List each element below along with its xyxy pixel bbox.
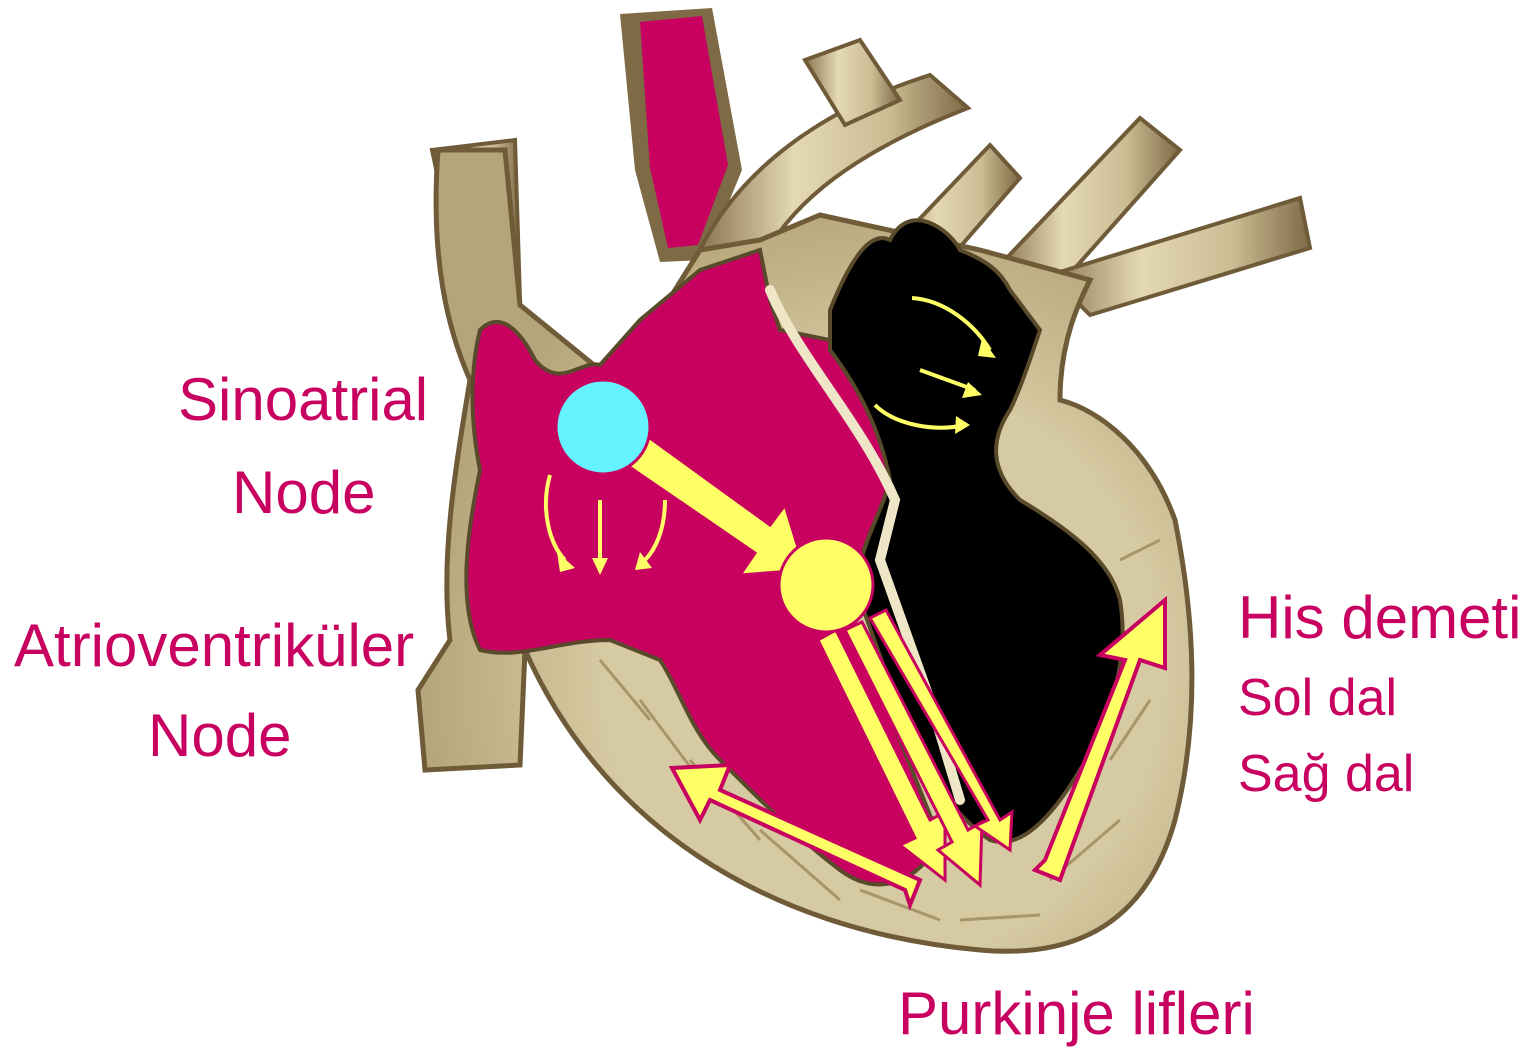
sinoatrial-node bbox=[556, 380, 650, 474]
sinoatrial-label-line1: Sinoatrial bbox=[178, 370, 428, 430]
left-branch-label: Sol dal bbox=[1238, 672, 1397, 724]
purkinje-label: Purkinje lifleri bbox=[898, 984, 1255, 1044]
his-bundle-label: His demeti bbox=[1238, 588, 1521, 648]
av-node-label-line2: Node bbox=[148, 706, 291, 766]
sinoatrial-label-line2: Node bbox=[232, 463, 375, 523]
right-branch-label: Sağ dal bbox=[1238, 748, 1414, 800]
atrioventricular-node bbox=[779, 538, 873, 632]
av-node-label-line1: Atrioventriküler bbox=[14, 616, 414, 676]
